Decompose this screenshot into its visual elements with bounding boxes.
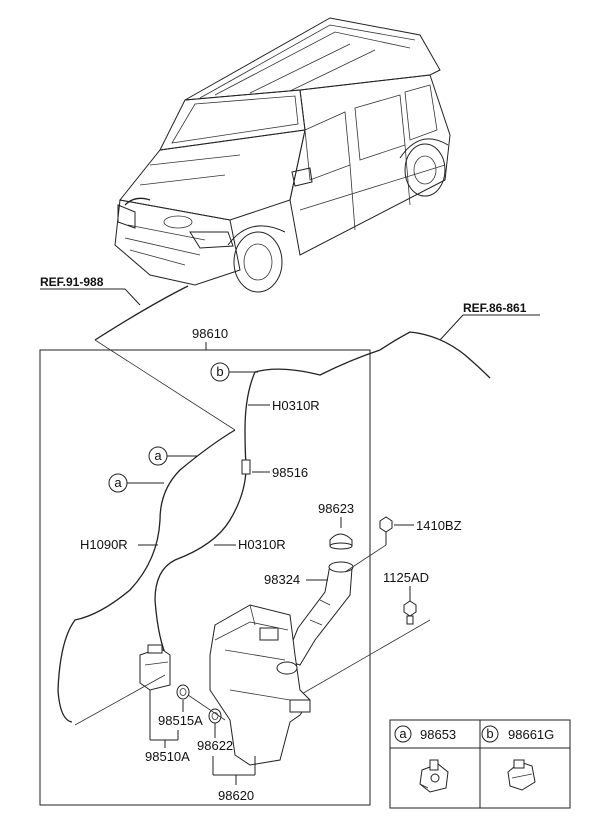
grommet-98515a: [176, 684, 190, 700]
hose-h0310r-mid: [154, 469, 247, 661]
svg-text:a: a: [399, 726, 407, 741]
reservoir-tank-98620: [209, 604, 311, 766]
label-98620[interactable]: 98620: [218, 788, 254, 803]
legend-item-b[interactable]: b 98661G: [481, 725, 554, 791]
label-98516[interactable]: 98516: [272, 465, 308, 480]
svg-text:a: a: [114, 475, 122, 490]
label-1410bz[interactable]: 1410BZ: [416, 518, 462, 533]
label-98324[interactable]: 98324: [264, 572, 300, 587]
assembly-box: [39, 349, 371, 806]
connector-98516: [241, 459, 251, 475]
ref-left-label[interactable]: REF.91-988: [40, 275, 104, 289]
legend-part-98661g: 98661G: [508, 727, 554, 742]
callout-a-upper: a: [148, 446, 198, 466]
pump-98510a: [139, 644, 171, 691]
bolt-1125ad: [403, 600, 417, 625]
legend-item-a[interactable]: a 98653: [394, 725, 456, 793]
label-98623[interactable]: 98623: [318, 501, 354, 516]
callout-b: b: [210, 362, 258, 382]
hose-h1090r: [57, 429, 236, 723]
cap-98623: [329, 533, 353, 550]
label-98622[interactable]: 98622: [197, 738, 233, 753]
car-illustration: [114, 17, 451, 293]
label-98515a[interactable]: 98515A: [158, 713, 203, 728]
svg-text:b: b: [486, 726, 493, 741]
callout-a-lower: a: [108, 473, 164, 493]
label-h0310r-mid[interactable]: H0310R: [238, 537, 286, 552]
legend-box: a 98653 b 98661G: [389, 719, 571, 809]
svg-text:a: a: [154, 448, 162, 463]
ref-right-label[interactable]: REF.86-861: [463, 301, 527, 315]
label-h1090r[interactable]: H1090R: [80, 537, 128, 552]
ref-right-group: REF.86-861: [379, 301, 540, 379]
bolt-1410bz: [379, 516, 393, 545]
label-98510a[interactable]: 98510A: [145, 749, 190, 764]
ref-left-group: REF.91-988: [40, 275, 189, 341]
clip-icon-b: [507, 759, 536, 791]
legend-part-98653: 98653: [420, 727, 456, 742]
svg-text:b: b: [216, 364, 223, 379]
label-98610[interactable]: 98610: [192, 326, 228, 341]
clip-icon-a: [419, 759, 449, 793]
label-h0310r-top[interactable]: H0310R: [272, 398, 320, 413]
label-1125ad[interactable]: 1125AD: [383, 570, 429, 585]
